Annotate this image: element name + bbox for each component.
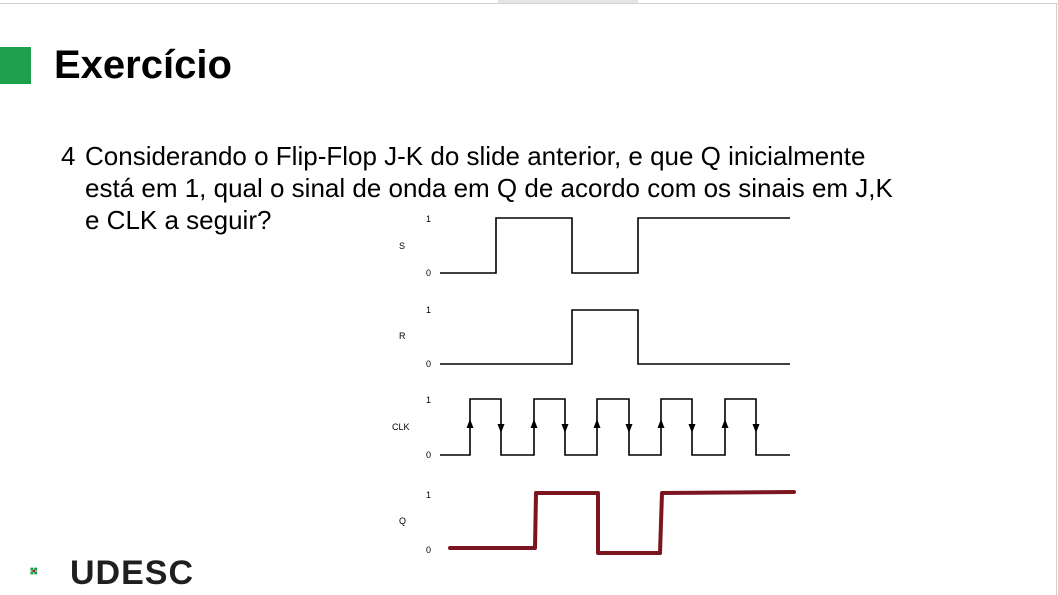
- question-line: Considerando o Flip-Flop J-K do slide an…: [85, 141, 866, 171]
- clk-edge-arrows: [466, 419, 760, 433]
- udesc-logo: [30, 567, 38, 575]
- signal-clk-wave: [440, 398, 790, 456]
- signal-q-high-label: 1: [426, 490, 431, 500]
- title-accent-bar: [0, 47, 31, 84]
- falling-edge-arrow: [561, 424, 569, 433]
- signal-r-high-label: 1: [426, 305, 431, 315]
- signal-q-low-label: 0: [426, 545, 431, 555]
- rising-edge-arrow: [530, 419, 538, 428]
- rising-edge-arrow: [466, 419, 474, 428]
- signal-r-low-label: 0: [426, 359, 431, 369]
- signal-s-low-label: 0: [426, 268, 431, 278]
- falling-edge-arrow: [625, 424, 633, 433]
- signal-clk-low-label: 0: [426, 450, 431, 460]
- signal-s-name: S: [399, 241, 405, 251]
- rising-edge-arrow: [593, 419, 601, 428]
- falling-edge-arrow: [497, 424, 505, 433]
- logo-wordmark: UDESC: [70, 554, 195, 592]
- rising-edge-arrow: [721, 419, 729, 428]
- right-border: [1056, 4, 1057, 595]
- udesc-emblem-icon: [30, 567, 38, 575]
- signal-r-wave: [440, 309, 790, 365]
- falling-edge-arrow: [688, 424, 696, 433]
- slide-title: Exercício: [54, 43, 232, 87]
- signal-r-name: R: [399, 331, 406, 341]
- signal-clk-high-label: 1: [426, 395, 431, 405]
- question-number: 4: [61, 141, 76, 171]
- signal-s-high-label: 1: [426, 214, 431, 224]
- signal-s-wave: [440, 217, 790, 274]
- rising-edge-arrow: [657, 419, 665, 428]
- signal-q-wave: [448, 490, 796, 555]
- timing-diagram: 1 S 0 1 R 0 1 CLK 0 1 Q 0: [392, 214, 796, 555]
- falling-edge-arrow: [752, 424, 760, 433]
- question-line: está em 1, qual o sinal de onda em Q de …: [85, 173, 893, 203]
- top-border: [0, 3, 1058, 4]
- top-tab-indicator: [498, 0, 638, 3]
- question-line: e CLK a seguir?: [85, 205, 272, 235]
- question-text: Considerando o Flip-Flop J-K do slide an…: [85, 140, 1015, 236]
- signal-q-name: Q: [399, 516, 406, 526]
- signal-clk-name: CLK: [392, 422, 410, 432]
